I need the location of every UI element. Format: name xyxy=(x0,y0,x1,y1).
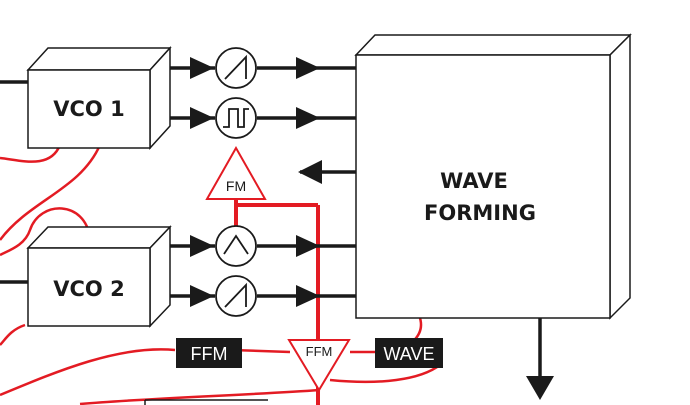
arrow-right xyxy=(296,285,320,307)
triangle-icon xyxy=(215,225,257,267)
wave-forming-label-line1: WAVE xyxy=(440,169,508,193)
saw-icon xyxy=(215,47,257,89)
wave-tag xyxy=(375,338,443,368)
ffm-amplifier xyxy=(287,339,351,392)
wire-vco2-bottom xyxy=(0,323,26,346)
vco1-block xyxy=(26,46,172,150)
vco2-block xyxy=(26,225,172,328)
vco2-label: VCO 2 xyxy=(53,277,124,301)
fm-amplifier xyxy=(205,145,267,200)
wire-ffm-bottom xyxy=(79,388,321,405)
wave-tag-label: WAVE xyxy=(383,344,434,364)
wave-forming-block xyxy=(354,33,632,320)
fm-amplifier-label: FM xyxy=(226,178,246,194)
arrow-right xyxy=(296,57,320,79)
arrowheads xyxy=(190,57,554,400)
arrow-right xyxy=(296,107,320,129)
ffm-tag xyxy=(176,338,242,368)
wire-bottom-right xyxy=(329,363,441,384)
wire-vco1-left xyxy=(0,144,62,163)
ffm-amplifier-label: FFM xyxy=(306,344,333,359)
arrow-down xyxy=(526,376,554,400)
arrow-right xyxy=(190,235,214,257)
ffm-tag-label: FFM xyxy=(191,344,228,364)
arrow-right xyxy=(296,235,320,257)
arrow-right xyxy=(190,107,214,129)
wave-forming-label-line2: FORMING xyxy=(424,201,536,225)
fm-bus xyxy=(234,200,320,405)
arrow-right xyxy=(190,285,214,307)
saw-icon xyxy=(215,275,257,317)
square-icon xyxy=(215,97,257,139)
arrow-right xyxy=(190,57,214,79)
wire-ffm-left xyxy=(0,348,176,397)
wire-vco1-down xyxy=(0,144,102,241)
arrow-left xyxy=(298,160,322,184)
vco1-label: VCO 1 xyxy=(53,97,124,121)
wire-vco2-loop xyxy=(0,207,92,257)
